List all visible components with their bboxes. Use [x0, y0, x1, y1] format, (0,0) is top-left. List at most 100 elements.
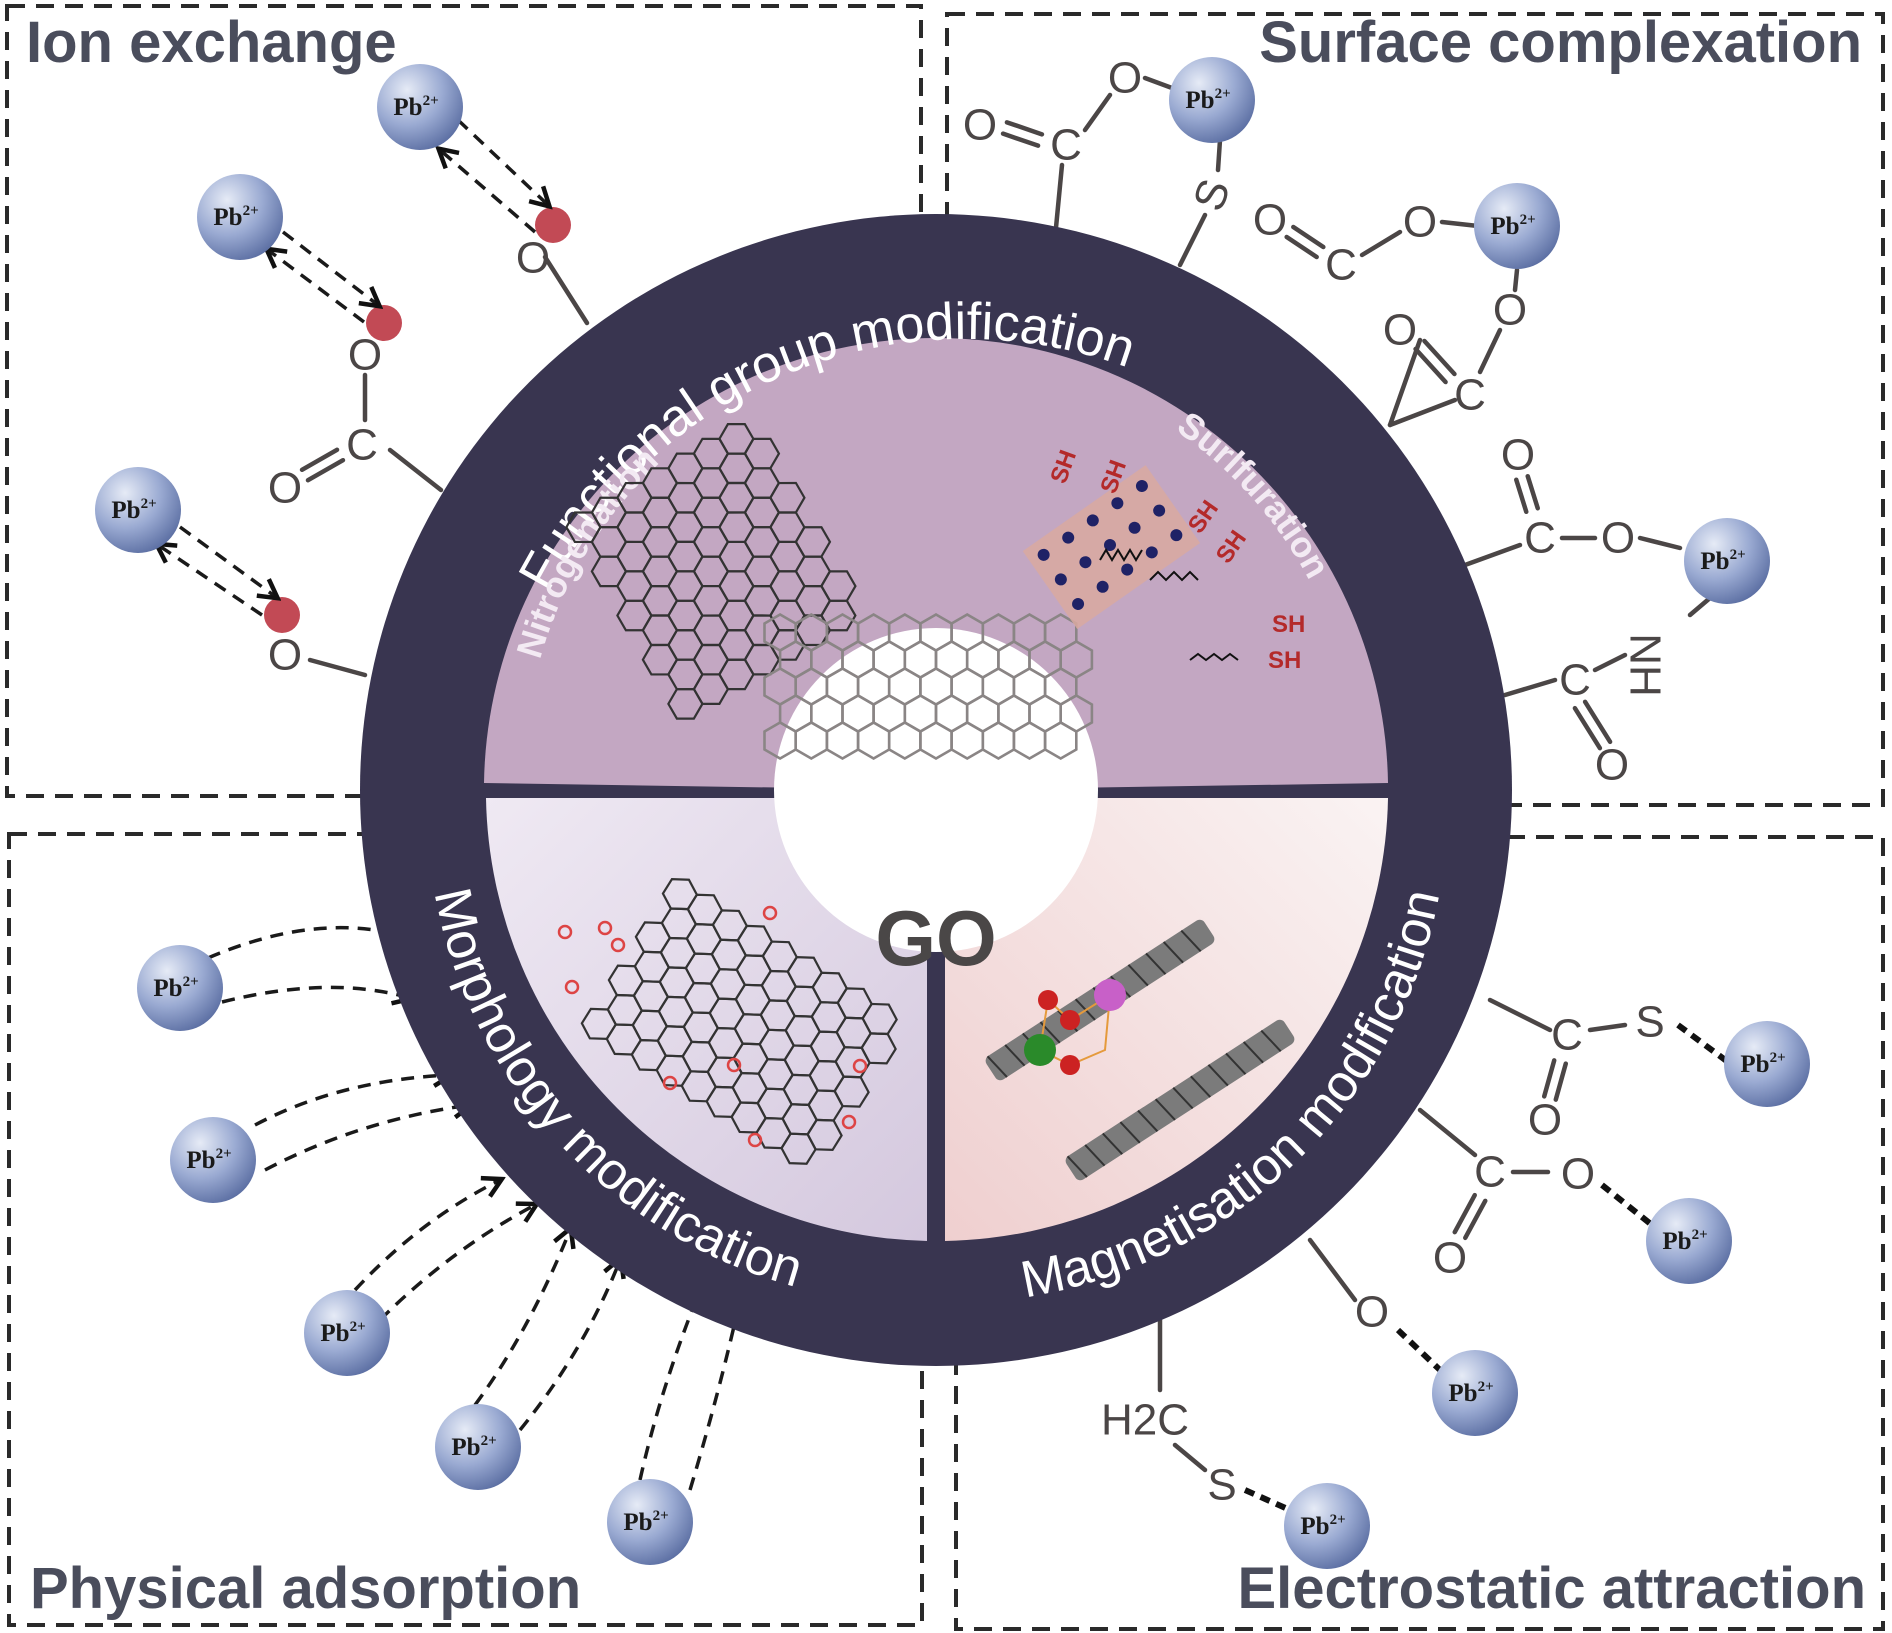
adsorption-arrow — [378, 1205, 535, 1322]
bond — [1291, 224, 1326, 250]
stack-line — [1162, 941, 1184, 964]
pb-ion-adsorption: Pb2+ — [607, 1479, 693, 1565]
pb-ion-sphere — [1724, 1021, 1810, 1107]
surface-complexation-title: Surface complexation — [1259, 10, 1862, 75]
atom-dot — [1079, 556, 1092, 569]
nh-group: NH — [1621, 633, 1670, 697]
sulfur-atom: S — [1207, 1461, 1236, 1510]
stack-line — [1180, 929, 1202, 952]
exchange-arrow-in — [281, 230, 378, 305]
oxygen-marker — [726, 1057, 742, 1073]
stack-line — [1119, 1121, 1141, 1144]
bond — [1142, 75, 1175, 91]
morphology-graphene — [580, 878, 898, 1165]
oxygen-marker — [662, 1075, 678, 1091]
bond — [1439, 219, 1481, 229]
bond — [1541, 1058, 1557, 1099]
atom-dot — [1086, 514, 1099, 527]
carbon-atom: C — [1524, 514, 1556, 563]
oxygen-atom: O — [963, 101, 997, 150]
stack-line — [1084, 1144, 1106, 1167]
bond — [307, 657, 368, 678]
metal-atom-dot — [1024, 1034, 1056, 1066]
oxygen-marker — [557, 924, 573, 940]
adsorption-arrow — [638, 1290, 700, 1481]
hexagon-ring — [780, 1132, 817, 1165]
alkyl-chain — [1189, 652, 1239, 662]
sulfurated-sheet — [1022, 465, 1201, 629]
oxygen-marker — [564, 979, 580, 995]
hexagon-ring — [1043, 720, 1078, 761]
bond — [1387, 337, 1423, 428]
pb-ion-exchange: Pb2+ — [95, 467, 181, 553]
carbon-atom: C — [1551, 1011, 1583, 1060]
oxygen-marker — [597, 920, 613, 936]
bond — [1082, 92, 1113, 133]
sulfur-atom: S — [1184, 173, 1240, 217]
bond — [1463, 1198, 1488, 1241]
bond — [1572, 705, 1603, 751]
bond — [1177, 212, 1208, 268]
bond — [542, 254, 590, 326]
stack-line — [1145, 952, 1167, 975]
bond — [1582, 699, 1613, 745]
bond — [1487, 997, 1553, 1033]
adsorption-arrow — [688, 1300, 740, 1491]
adsorption-arrow — [518, 1260, 620, 1432]
sulfur-atom: S — [1635, 998, 1664, 1047]
exchange-arrow-in — [456, 118, 548, 205]
h2c-group: H2C — [1101, 1396, 1189, 1445]
bond — [1052, 162, 1065, 241]
oxygen-atom: O — [1601, 514, 1635, 563]
carbon-atom: C — [1454, 371, 1486, 420]
pb-ion-sphere — [435, 1404, 521, 1490]
oxygen-marker — [610, 937, 626, 953]
bond — [1587, 1022, 1628, 1033]
oxygen-marker — [841, 1114, 857, 1130]
pb-ion-electrostatic: Pb2+ — [1724, 1021, 1810, 1107]
exchange-arrow-in — [178, 525, 276, 597]
stack-line — [1172, 1087, 1194, 1110]
exchange-site — [535, 207, 571, 243]
pb-ion-sphere — [304, 1290, 390, 1376]
atom-dot — [1096, 580, 1109, 593]
bond — [1502, 677, 1558, 698]
carbon-atom: C — [1050, 121, 1082, 170]
oxygen-atom: O — [1595, 741, 1629, 790]
pb-ion-electrostatic: Pb2+ — [1284, 1483, 1370, 1569]
oxygen-atom: O — [1433, 1234, 1467, 1283]
ionic-bond — [1676, 1022, 1730, 1065]
pb-ion-sphere — [95, 467, 181, 553]
sh-group: SH — [1272, 611, 1305, 638]
atom-dot — [1054, 573, 1067, 586]
oxygen-atom-dot — [1060, 1010, 1080, 1030]
stack-line — [1066, 1155, 1088, 1178]
bond — [1307, 1237, 1358, 1303]
bond — [1514, 477, 1529, 515]
pb-ion-complexation: Pb2+ — [1474, 183, 1560, 269]
bond — [1172, 1442, 1208, 1473]
modification-ring — [360, 214, 1512, 1366]
atom-dot — [1128, 521, 1141, 534]
atom-dot — [1104, 539, 1116, 551]
hexagon-ring — [820, 599, 857, 632]
graphene-oxide-sheet — [763, 612, 1094, 761]
bond — [387, 447, 444, 493]
lead-ions: Pb2+Pb2+Pb2+Pb2+Pb2+Pb2+Pb2+Pb2+Pb2+Pb2+… — [95, 57, 1810, 1569]
oxygen-atom-dot — [1038, 990, 1058, 1010]
oxygen-marker — [852, 1058, 868, 1074]
adsorption-arrow — [353, 1180, 500, 1292]
stack-line — [1207, 1064, 1229, 1087]
go-core — [774, 628, 1098, 952]
atom-dot — [1037, 548, 1050, 561]
stack-line — [1102, 1132, 1123, 1155]
pb-ion-sphere — [1169, 57, 1255, 143]
ionic-bond — [1600, 1182, 1654, 1228]
bond — [1637, 535, 1683, 551]
oxygen-atom: O — [1253, 196, 1287, 245]
carbon-atom: C — [346, 421, 378, 470]
bond — [1525, 473, 1540, 511]
stack-line — [1260, 1029, 1282, 1052]
